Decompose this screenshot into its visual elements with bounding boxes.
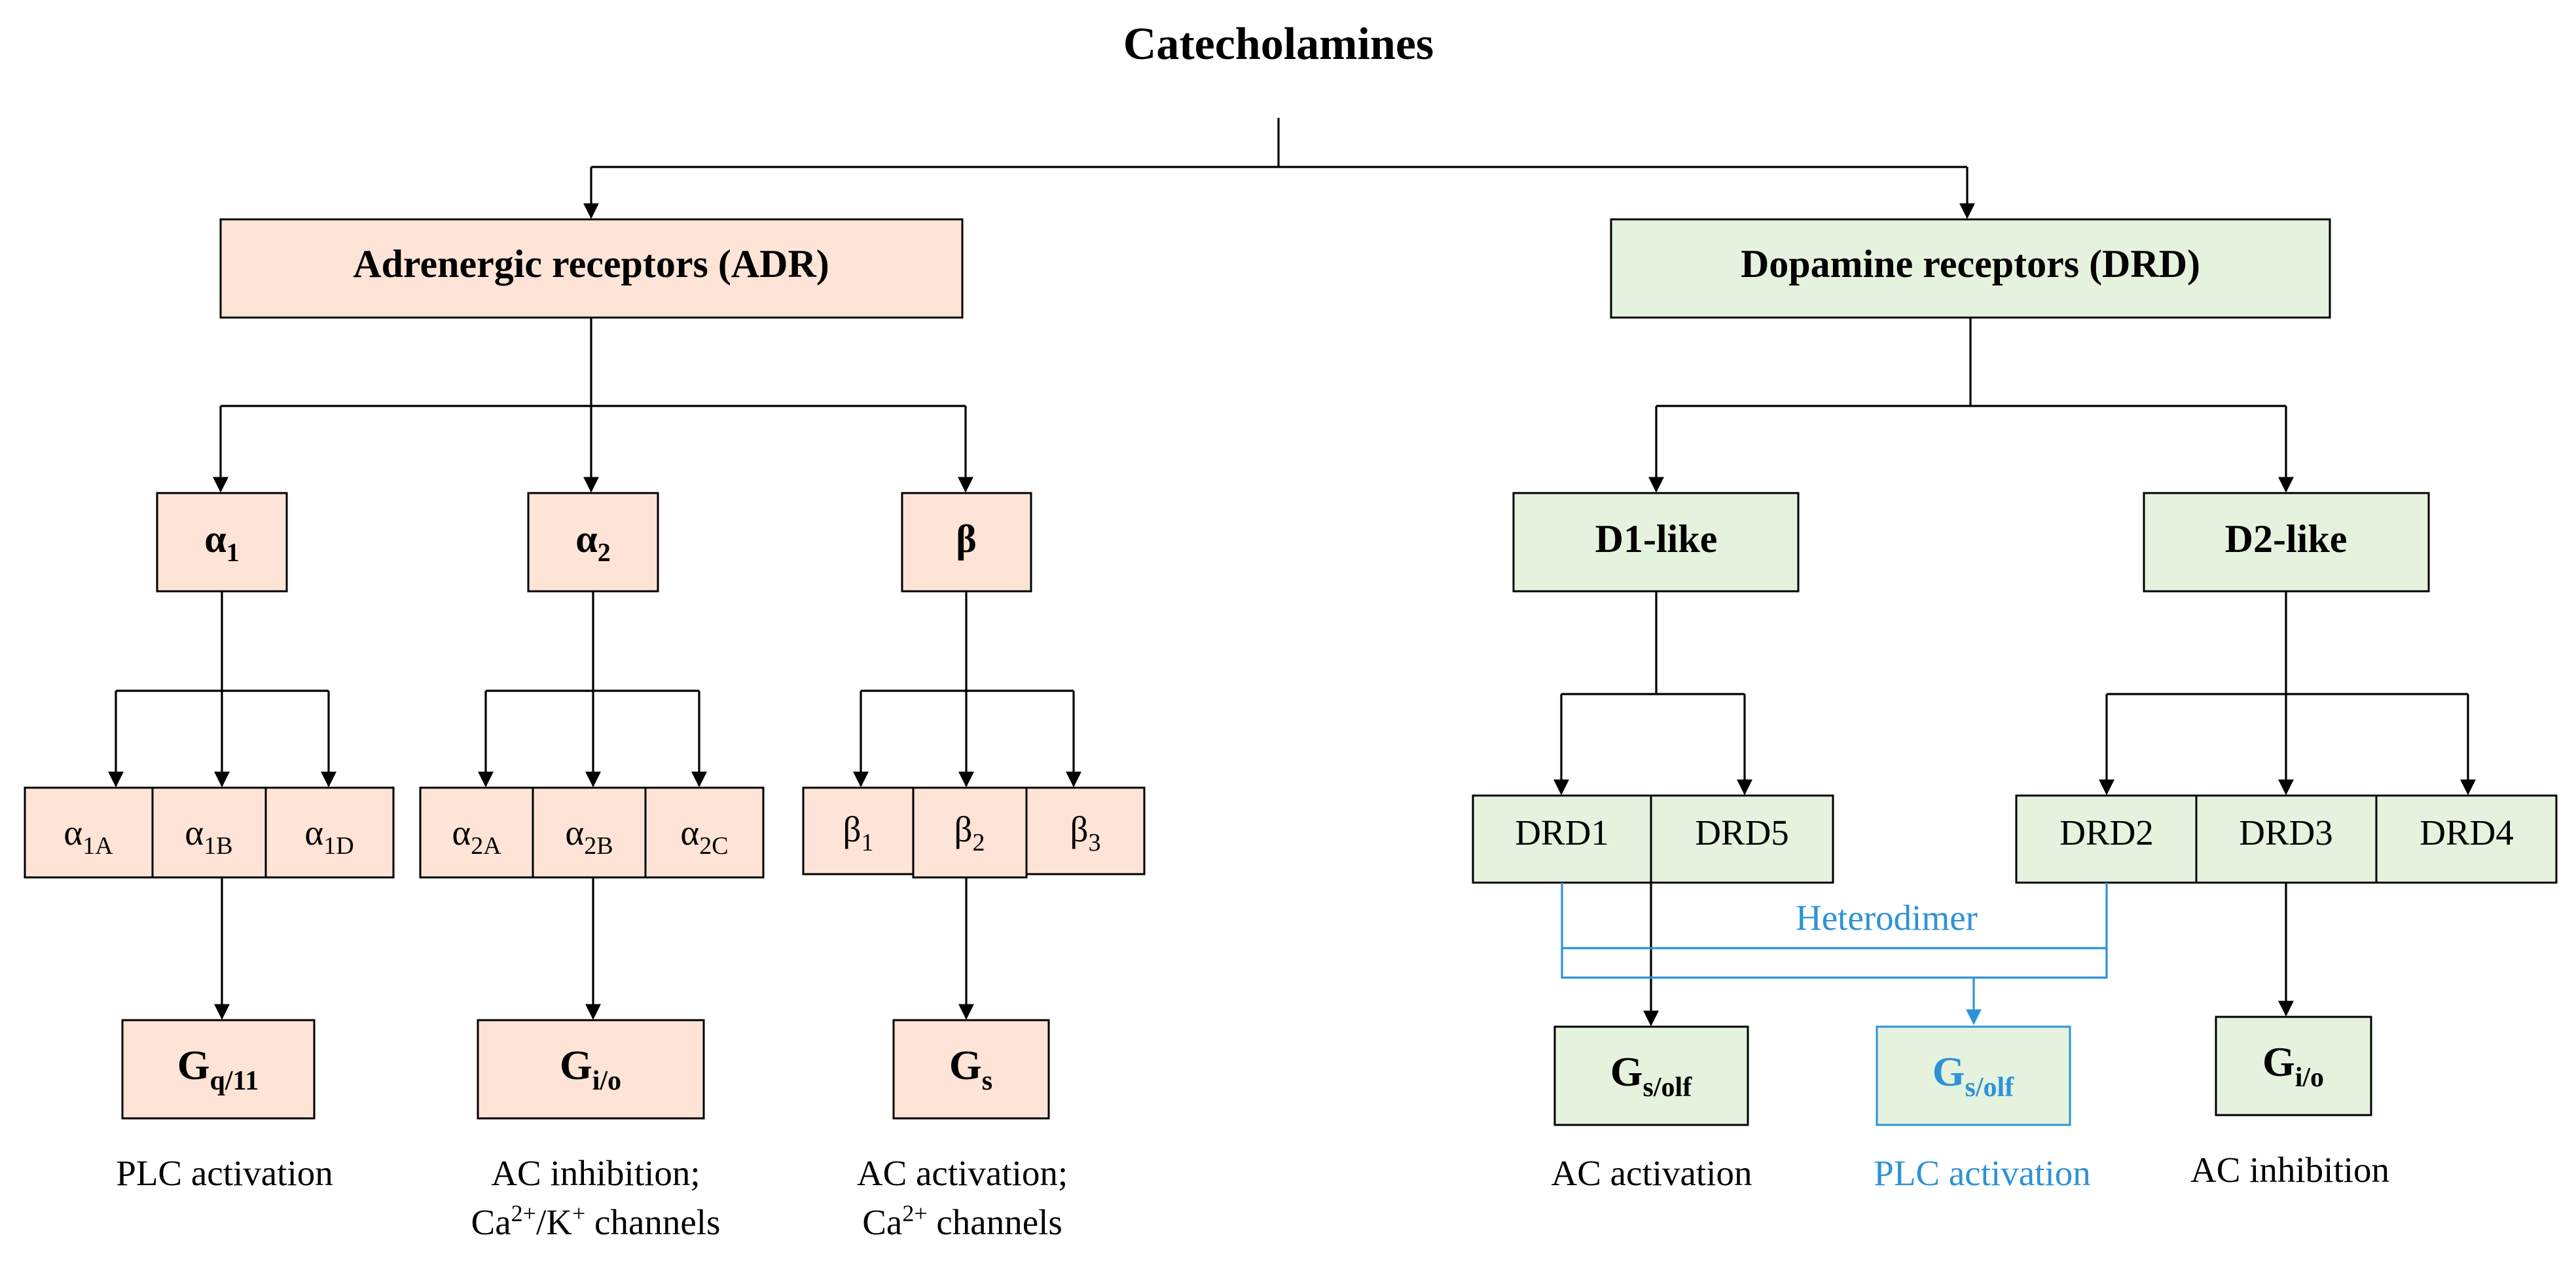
- isoform-drd2: DRD2: [2059, 813, 2154, 853]
- gsolf-box: Gs/olf: [1553, 1025, 1749, 1126]
- d1-isoforms: DRD1 DRD5: [1472, 794, 1834, 884]
- alpha2-isoforms: α2A α2B α2C: [419, 786, 765, 879]
- heterodimer-label: Heterodimer: [1796, 898, 1978, 938]
- isoform-alpha2a: α2A: [452, 813, 501, 860]
- top-connectors: [583, 118, 1975, 219]
- isoform-drd3: DRD3: [2239, 813, 2333, 853]
- adr-box: Adrenergic receptors (ADR): [219, 218, 964, 319]
- diagram-title: Catecholamines: [1123, 19, 1434, 69]
- isoform-connectors: [108, 591, 2476, 796]
- isoform-alpha2c: α2C: [680, 813, 728, 860]
- gq11-box: Gq/11: [121, 1019, 316, 1120]
- isoform-alpha1b: α1B: [185, 813, 232, 860]
- beta-label: β: [956, 517, 977, 560]
- beta-box: β: [901, 492, 1032, 593]
- d1like-label: D1-like: [1595, 517, 1718, 560]
- effect-beta-line1: AC activation;: [857, 1153, 1068, 1193]
- gs-label: Gs: [949, 1042, 992, 1096]
- alpha2-label: α2: [575, 517, 611, 567]
- adr-gio-label: Gi/o: [560, 1042, 621, 1096]
- d2like-label: D2-like: [2225, 517, 2348, 560]
- alpha1-box: α1: [156, 492, 288, 593]
- isoform-alpha1d: α1D: [304, 813, 354, 860]
- adr-gio-box: Gi/o: [477, 1019, 705, 1120]
- isoform-alpha2b: α2B: [565, 813, 613, 860]
- beta-isoforms: β1 β2 β3: [802, 786, 1146, 879]
- effect-alpha2-line2: Ca2+/K+ channels: [471, 1200, 721, 1242]
- d2-isoforms: DRD2 DRD3 DRD4: [2015, 794, 2558, 884]
- drd-subtype-connectors: [1648, 318, 2294, 493]
- effect-heterodimer: PLC activation: [1874, 1153, 2090, 1193]
- alpha1-label: α1: [204, 517, 240, 567]
- gsolf-heterodimer-label: Gs/olf: [1932, 1048, 2014, 1103]
- gq11-label: Gq/11: [177, 1042, 259, 1096]
- d1like-box: D1-like: [1512, 492, 1800, 593]
- adr-subtype-connectors: [213, 318, 973, 493]
- isoform-beta1: β1: [843, 809, 874, 856]
- isoform-beta2: β2: [954, 809, 985, 856]
- gsolf-label: Gs/olf: [1610, 1048, 1692, 1103]
- adr-label: Adrenergic receptors (ADR): [353, 242, 829, 285]
- isoform-drd4: DRD4: [2420, 813, 2514, 853]
- isoform-drd5: DRD5: [1695, 813, 1789, 853]
- effect-beta-line2: Ca2+ channels: [862, 1200, 1062, 1242]
- isoform-beta3: β3: [1070, 809, 1101, 856]
- effect-notes: PLC activation AC inhibition; Ca2+/K+ ch…: [116, 1150, 2389, 1242]
- drd-gio-box: Gi/o: [2215, 1016, 2372, 1116]
- alpha2-box: α2: [527, 492, 659, 593]
- d2like-box: D2-like: [2143, 492, 2430, 593]
- gsolf-heterodimer-box: Gs/olf: [1876, 1025, 2071, 1126]
- isoform-drd1: DRD1: [1515, 813, 1609, 853]
- drd-label: Dopamine receptors (DRD): [1741, 242, 2200, 285]
- drd-gio-label: Gi/o: [2262, 1038, 2324, 1093]
- effect-d2: AC inhibition: [2190, 1150, 2389, 1190]
- drd-box: Dopamine receptors (DRD): [1610, 218, 2331, 319]
- isoform-alpha1a: α1A: [63, 813, 113, 860]
- effect-alpha1: PLC activation: [116, 1153, 333, 1193]
- effect-d1: AC activation: [1551, 1153, 1752, 1193]
- gprotein-arrows: [214, 877, 2294, 1027]
- effect-alpha2-line1: AC inhibition;: [491, 1153, 700, 1193]
- alpha1-isoforms: α1A α1B α1D: [24, 786, 395, 879]
- heterodimer-connector: Heterodimer: [1561, 883, 2108, 1025]
- gs-box: Gs: [892, 1019, 1050, 1120]
